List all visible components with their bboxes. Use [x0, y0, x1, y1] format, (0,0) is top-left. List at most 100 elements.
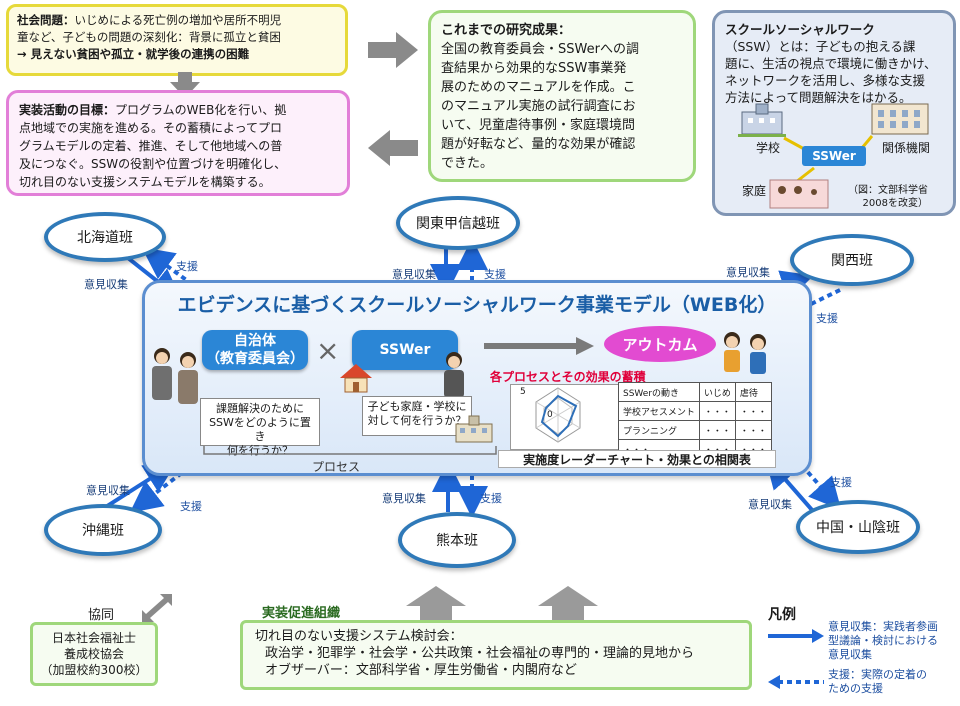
sswer-person-icon: [444, 352, 464, 398]
kyodo-label: 協同: [88, 608, 115, 623]
table-cell: 学校アセスメント: [618, 401, 700, 421]
hokkaido-opinion-label: 意見収集: [84, 278, 128, 291]
goal-text2: 点地域での実施を進める。その蓄積によってプロ: [19, 121, 283, 135]
results-line-6: できた。: [441, 156, 494, 171]
ssw-network-diagram: [738, 103, 929, 209]
goal-label: 実装活動の目標：: [19, 103, 116, 117]
hokkaido-support-label: 支援: [176, 260, 198, 273]
accumulation-label: 各プロセスとその効果の蓄積: [490, 370, 646, 384]
results-line-1: 査結果から効果的なSSW事業発: [441, 61, 627, 76]
legend-solid-2: 型議論・検討における: [828, 634, 938, 647]
goal-text3: グラムモデルの定着、推進、そして他地域への普: [19, 139, 283, 153]
region-kansai: 関西班: [790, 234, 914, 286]
legend-title: 凡例: [768, 607, 796, 623]
social-issue-text1: いじめによる死亡例の増加や居所不明児: [74, 13, 282, 27]
legend-opinion-text: 意見収集：実践者参画 型議論・検討における 意見収集: [828, 620, 938, 662]
okinawa-opinion-label: 意見収集: [86, 484, 130, 497]
kansai-opinion-label: 意見収集: [726, 266, 770, 279]
ssw-source-1: （図：文部科学省: [848, 185, 928, 196]
jichitai-label-1: 自治体: [234, 333, 276, 349]
jichitai-box: 自治体 （教育委員会）: [202, 330, 308, 370]
table-cell: ・・・: [698, 401, 736, 421]
table-header: SSWerの動き: [618, 382, 700, 402]
times-symbol: ×: [316, 334, 340, 367]
research-results-box: これまでの研究成果： 全国の教育委員会・SSWerへの調 査結果から効果的なSS…: [428, 10, 696, 182]
region-chugoku: 中国・山陰班: [796, 500, 920, 554]
kansai-support-label: 支援: [816, 312, 838, 325]
jaswe-line-3: （加盟校約300校）: [40, 663, 148, 677]
table-header: 虐待: [734, 382, 772, 402]
chugoku-support-label: 支援: [830, 476, 852, 489]
school-small-icon: [455, 415, 493, 443]
radar-chart-icon: [535, 387, 581, 443]
region-kanto: 関東甲信越班: [396, 196, 520, 250]
radar-max-label: 5: [520, 387, 526, 397]
radar-min-label: 0: [547, 410, 553, 420]
social-issue-text2: 童など、子どもの問題の深刻化：背景に孤立と貧困: [17, 30, 281, 44]
results-line-2: 展のためのマニュアルを作成。こ: [441, 80, 636, 95]
table-cell: ・・・: [734, 420, 772, 440]
social-issue-box: 社会問題：いじめによる死亡例の増加や居所不明児 童など、子どもの問題の深刻化：背…: [6, 4, 348, 76]
table-header: いじめ: [698, 382, 736, 402]
results-line-3: のマニュアル実施の試行調査にお: [441, 99, 636, 114]
results-line-4: いて、児童虐待事例・家庭環境問: [441, 118, 635, 133]
goal-text1: プログラムのWEB化を行い、拠: [115, 103, 287, 117]
kanto-support-label: 支援: [484, 268, 506, 281]
chart-caption: 実施度レーダーチャート・効果との相関表: [498, 450, 776, 468]
chugoku-opinion-label: 意見収集: [748, 498, 792, 511]
left-arrow-icon: [368, 130, 418, 166]
org-line-1: 切れ目のない支援システム検討会：: [255, 629, 463, 644]
table-cell: ・・・: [734, 401, 772, 421]
legend-support-text: 支援：実際の定着の ための支援: [828, 668, 927, 696]
two-way-arrow-icon: [142, 594, 172, 622]
table-row: 学校アセスメント ・・・ ・・・: [618, 401, 772, 421]
kumamoto-support-label: 支援: [480, 492, 502, 505]
officials-icon: [152, 348, 198, 404]
org-line-2: 政治学・犯罪学・社会学・公共政策・社会福祉の専門的・理論的見地から: [265, 646, 695, 661]
sswer-center-node: [802, 146, 866, 166]
process-label: プロセス: [312, 460, 361, 474]
okinawa-support-label: 支援: [180, 500, 202, 513]
results-label: これまでの研究成果：: [441, 23, 572, 38]
jaswe-line-1: 日本社会福祉士: [51, 631, 136, 645]
table-row: プランニング ・・・ ・・・: [618, 420, 772, 440]
results-line-0: 全国の教育委員会・SSWerへの調: [441, 42, 639, 57]
main-title: エビデンスに基づくスクールソーシャルワーク事業モデル（WEB化）: [177, 294, 777, 316]
right-arrow-icon: [368, 32, 418, 68]
org-line-3: オブザーバー：文部科学省・厚生労働省・内閣府など: [265, 663, 577, 678]
q1-line-2: SSWをどのように置き: [209, 416, 311, 443]
sswer-box: SSWer: [352, 330, 458, 370]
question-bubble-1: 課題解決のために SSWをどのように置き 何を行うか？: [200, 398, 320, 457]
promotion-org-box: 切れ目のない支援システム検討会： 政治学・犯罪学・社会学・公共政策・社会福祉の専…: [240, 620, 752, 690]
down-arrow-icon: [170, 72, 200, 98]
kumamoto-opinion-label: 意見収集: [382, 492, 426, 505]
jichitai-label-2: （教育委員会）: [206, 351, 304, 367]
legend-solid-3: 意見収集: [828, 648, 872, 661]
ssw-line-0: （SSW）とは：子どもの抱える課: [725, 39, 916, 54]
ssw-line-2: ネットワークを活用し、多様な支援: [725, 73, 926, 88]
house-icon: [340, 364, 372, 393]
ssw-source-2: 2008を改変）: [862, 198, 928, 209]
ssw-agency-label: 関係機関: [882, 141, 931, 155]
up-arrow-icon: [406, 586, 466, 620]
ssw-line-1: 題に、生活の視点で環境に働きかけ、: [725, 56, 937, 71]
ssw-home-label: 家庭: [742, 184, 767, 198]
ssw-source: （図：文部科学省 2008を改変）: [848, 184, 928, 210]
kanto-opinion-label: 意見収集: [392, 268, 436, 281]
table-cell: ・・・: [698, 420, 736, 440]
region-kumamoto: 熊本班: [398, 512, 516, 568]
results-line-5: 題が好転など、量的な効果が確認: [441, 137, 636, 152]
ssw-center-label: SSWer: [812, 149, 856, 163]
table-header-row: SSWerの動き いじめ 虐待: [618, 382, 772, 402]
correlation-table: SSWerの動き いじめ 虐待 学校アセスメント ・・・ ・・・ プランニング …: [618, 382, 772, 459]
table-cell: プランニング: [618, 420, 700, 440]
ssw-line-3: 方法によって問題解決をはかる。: [725, 90, 912, 105]
social-issue-label: 社会問題：: [17, 13, 75, 27]
region-hokkaido: 北海道班: [44, 212, 166, 262]
q1-line-1: 課題解決のために: [216, 402, 304, 415]
up-arrow-icon: [538, 586, 598, 620]
region-okinawa: 沖縄班: [44, 504, 162, 556]
jaswe-box: 日本社会福祉士 養成校協会 （加盟校約300校）: [30, 622, 158, 686]
family-icon: [769, 179, 829, 209]
children-icon: [724, 332, 766, 374]
